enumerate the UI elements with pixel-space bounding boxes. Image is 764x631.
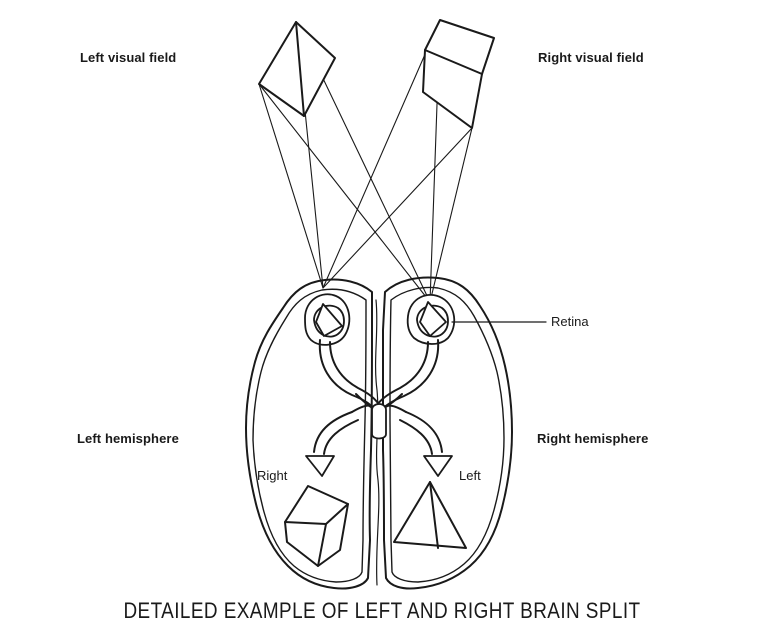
cube-left-hemisphere xyxy=(285,486,348,566)
right-arrow-label: Right xyxy=(257,468,287,483)
arrow-to-left-hemisphere xyxy=(306,456,334,476)
right-hemisphere-label: Right hemisphere xyxy=(537,431,648,446)
right-visual-field-label: Right visual field xyxy=(538,50,644,65)
right-eye xyxy=(408,295,455,344)
cube-right-visual-field xyxy=(423,20,494,128)
retina-label: Retina xyxy=(551,314,589,329)
left-arrow-label: Left xyxy=(459,468,481,483)
central-fissure xyxy=(376,300,379,585)
pyramid-left-visual-field xyxy=(259,22,335,116)
pyramid-right-hemisphere xyxy=(394,482,466,548)
arrow-to-right-hemisphere xyxy=(424,456,452,476)
diagram-caption: DETAILED EXAMPLE OF LEFT AND RIGHT BRAIN… xyxy=(53,598,710,624)
midbrain xyxy=(372,404,386,439)
left-eye xyxy=(305,294,349,345)
left-visual-field-label: Left visual field xyxy=(80,50,176,65)
left-hemisphere-label: Left hemisphere xyxy=(77,431,179,446)
